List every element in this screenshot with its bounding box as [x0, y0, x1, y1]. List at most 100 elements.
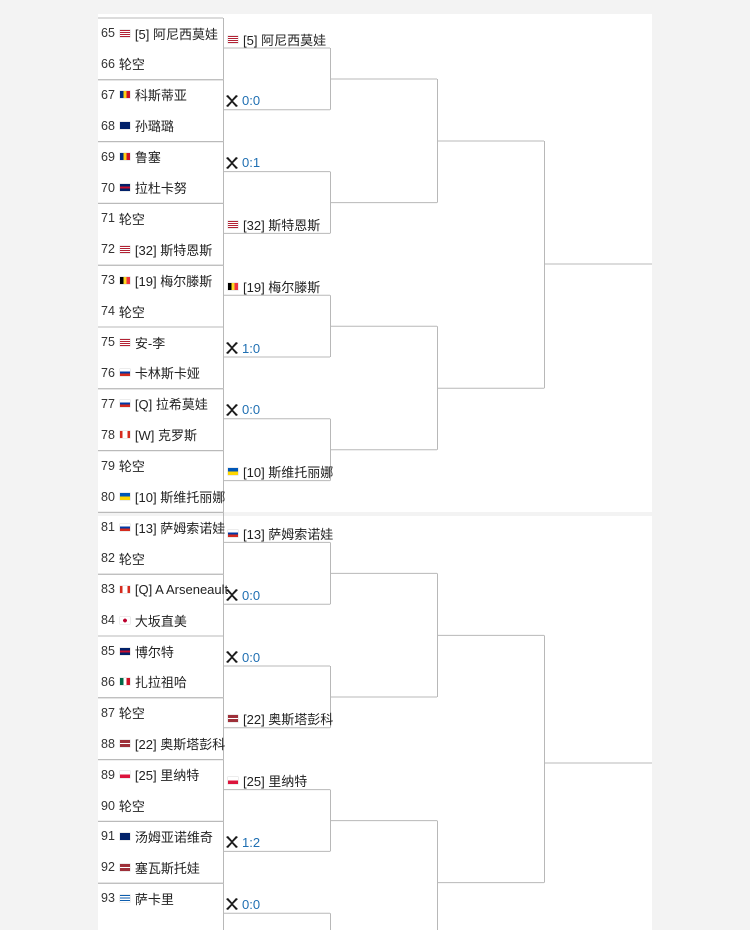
draw-position-number: 65	[101, 26, 115, 40]
player-name: [13] 萨姆索诺娃	[134, 520, 226, 536]
advanced-player-name: [32] 斯特恩斯	[243, 217, 321, 233]
score-value: 1:2	[242, 834, 261, 850]
player-row[interactable]: 67 科斯蒂亚	[101, 86, 187, 104]
player-row[interactable]: 73[19] 梅尔滕斯	[101, 271, 212, 289]
rus-flag-icon	[228, 529, 238, 537]
draw-position-number: 84	[101, 613, 115, 628]
aus-flag-icon	[119, 122, 130, 130]
mex-flag-icon	[119, 678, 130, 686]
advanced-player-row[interactable]: [10] 斯维托丽娜	[227, 463, 333, 481]
advanced-player-row[interactable]: [25] 里纳特	[227, 772, 307, 790]
gre-flag-icon	[119, 894, 130, 902]
draw-position-number: 66	[101, 56, 115, 71]
draw-position-number: 81	[101, 520, 115, 535]
rus-flag-icon	[119, 400, 130, 408]
player-name: [Q] 拉希莫娃	[134, 397, 208, 413]
player-row[interactable]: 72[32] 斯特恩斯	[101, 240, 212, 258]
advanced-player-name: [22] 奥斯塔彭科	[243, 712, 334, 728]
draw-position-number: 69	[101, 149, 115, 164]
player-name: 科斯蒂亚	[134, 88, 187, 104]
player-name: 轮空	[118, 459, 145, 475]
draw-position-number: 78	[101, 427, 115, 442]
jpn-flag-icon	[119, 616, 130, 624]
player-name: 卡林斯卡娅	[134, 366, 200, 382]
crossed-rackets-icon	[226, 898, 238, 911]
crossed-rackets-icon	[226, 156, 238, 169]
advanced-player-row[interactable]: [32] 斯特恩斯	[227, 215, 320, 233]
advanced-player-row[interactable]: [19] 梅尔滕斯	[227, 277, 320, 295]
crossed-rackets-icon	[226, 342, 238, 354]
crossed-rackets-icon	[226, 403, 238, 416]
match-score[interactable]: 1:0	[225, 339, 260, 357]
player-name: 鲁塞	[134, 150, 161, 166]
player-name: 轮空	[118, 706, 145, 722]
draw-position-number: 80	[101, 489, 115, 504]
player-name: 博尔特	[134, 644, 174, 660]
crossed-rackets-icon	[226, 836, 238, 849]
match-score[interactable]: 0:0	[225, 586, 260, 604]
player-name: 安-李	[134, 335, 166, 351]
player-name: [19] 梅尔滕斯	[134, 273, 213, 289]
lat-flag-icon	[228, 715, 238, 723]
gbr-flag-icon	[119, 184, 130, 191]
player-name: 塞瓦斯托娃	[134, 860, 200, 876]
score-value: 0:0	[242, 587, 261, 603]
match-score[interactable]: 0:1	[225, 154, 260, 172]
lat-flag-icon	[119, 863, 130, 871]
lat-flag-icon	[119, 740, 130, 748]
player-row[interactable]: 65 [5] 阿尼西莫娃	[101, 24, 218, 42]
bracket-section-top	[98, 14, 652, 512]
draw-position-number: 76	[101, 365, 115, 380]
usa-flag-icon	[119, 338, 130, 346]
player-row[interactable]: 78[W] 克罗斯	[101, 426, 197, 444]
advanced-player-row[interactable]: [22] 奥斯塔彭科	[227, 710, 333, 728]
match-score[interactable]: 0:0	[225, 401, 260, 419]
player-row[interactable]: 83[Q] A Arseneault	[101, 580, 228, 598]
advanced-player-row[interactable]: [5] 阿尼西莫娃	[227, 30, 326, 48]
bel-flag-icon	[119, 276, 130, 284]
player-row[interactable]: 69 鲁塞	[101, 148, 161, 166]
rus-flag-icon	[119, 523, 130, 531]
draw-position-number: 67	[101, 87, 115, 102]
match-score[interactable]: 1:2	[225, 833, 260, 851]
match-score[interactable]: 0:0	[225, 92, 260, 110]
player-row[interactable]: 76 卡林斯卡娅	[101, 364, 200, 382]
player-row[interactable]: 80[10] 斯维托丽娜	[101, 488, 225, 506]
pol-flag-icon	[228, 777, 238, 785]
match-score[interactable]: 0:0	[225, 648, 260, 666]
advanced-player-row[interactable]: [13] 萨姆索诺娃	[227, 524, 333, 542]
match-score[interactable]: 0:0	[225, 895, 260, 913]
advanced-player-name: [13] 萨姆索诺娃	[243, 526, 334, 542]
player-name: [5] 阿尼西莫娃	[134, 26, 218, 42]
advanced-player-name: [10] 斯维托丽娜	[243, 465, 334, 481]
player-row[interactable]: 77[Q] 拉希莫娃	[101, 395, 208, 413]
aus-flag-icon	[119, 832, 130, 840]
player-row[interactable]: 89[25] 里纳特	[101, 766, 199, 784]
score-value: 0:1	[242, 155, 261, 171]
player-row[interactable]: 81 [13] 萨姆索诺娃	[101, 518, 225, 536]
draw-position-number: 88	[101, 736, 115, 751]
player-name: 轮空	[118, 304, 145, 320]
ukr-flag-icon	[119, 493, 130, 500]
player-name: 萨卡里	[134, 891, 174, 907]
draw-position-number: 71	[101, 211, 115, 226]
draw-position-number: 72	[101, 242, 115, 257]
player-row[interactable]: 88[22] 奥斯塔彭科	[101, 735, 225, 753]
